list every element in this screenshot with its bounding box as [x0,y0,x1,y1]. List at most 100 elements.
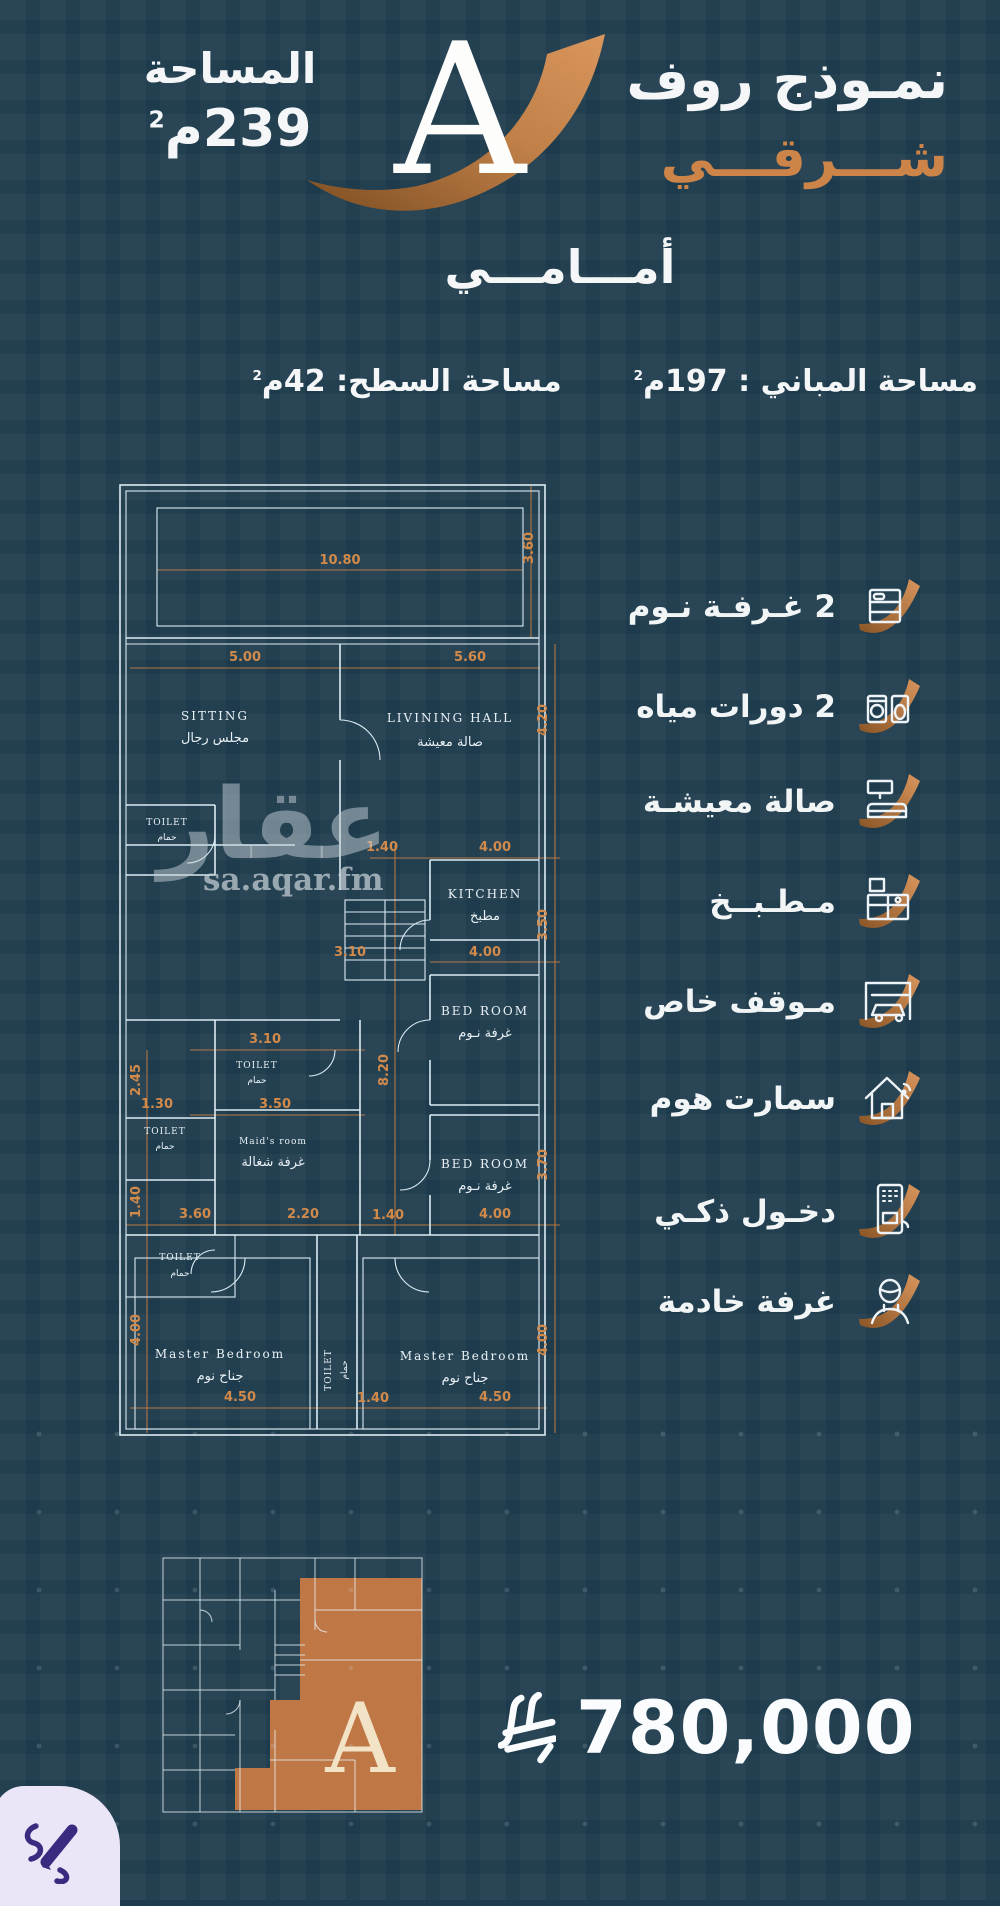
aqar-watermark-url: sa.aqar.fm [203,862,384,898]
svg-text:3.70: 3.70 [536,1149,551,1181]
svg-text:غرفة نـوم: غرفة نـوم [458,1026,512,1041]
svg-text:1.30: 1.30 [141,1097,173,1112]
feature-row-living: صالة معيشـة [508,763,928,841]
room-label-toilet-4: TOILET [159,1253,201,1263]
svg-text:4.00: 4.00 [469,945,501,960]
living-icon [859,774,920,828]
svg-text:صالة معيشة: صالة معيشة [417,735,483,750]
svg-text:مجلس رجال: مجلس رجال [181,731,249,746]
room-label-living: LIVINING HALL [387,711,513,725]
feature-row-kitchen: مـطـبــخ [508,863,928,941]
bed-icon [859,579,920,633]
svg-text:8.20: 8.20 [377,1054,392,1086]
svg-text:4.00: 4.00 [536,1324,551,1356]
feature-label: سمارت هوم [649,1081,836,1117]
area-label: المساحة [143,44,317,93]
unit-location-thumbnail: A [162,1557,423,1813]
svg-text:4.20: 4.20 [536,704,551,736]
kitchen-icon [859,874,920,928]
svg-text:جناح نوم: جناح نوم [197,1369,244,1384]
feature-row-bathrooms: 2 دورات مياه [508,668,928,746]
svg-text:2.45: 2.45 [129,1064,144,1096]
svg-text:4.50: 4.50 [224,1390,256,1405]
room-label-toilet-3: TOILET [144,1127,186,1137]
svg-text:مطبخ: مطبخ [470,909,500,924]
smart-entry-icon [859,1183,920,1238]
feature-label: غرفة خادمة [657,1284,836,1320]
feature-label: دخـول ذكـي [654,1194,836,1230]
svg-text:4.00: 4.00 [479,1207,511,1222]
svg-text:2.20: 2.20 [287,1207,319,1222]
highlighted-unit-area [235,1578,422,1810]
areas-info-line: مساحة المباني : 197م2 مساحة السطح: 42م2 [253,364,979,399]
feature-row-smart-entry: دخـول ذكـي [508,1173,928,1251]
room-label-master-2: Master Bedroom [400,1349,530,1363]
orientation-label: أمـــامـــي [444,240,676,294]
thumbnail-unit-letter: A [324,1683,396,1795]
feature-row-smart-home: سمارت هوم [508,1060,928,1138]
feature-row-parking: مـوقف خاص [508,963,928,1041]
area-block: المساحة 239م2 [140,44,320,159]
model-subtitle: شـــرقـــي [660,126,948,189]
dots-pattern [0,1395,1000,1900]
room-label-toilet-5: TOILET [324,1349,334,1391]
svg-text:4.00: 4.00 [479,840,511,855]
room-label-toilet-2: TOILET [236,1061,278,1071]
edit-button[interactable] [0,1786,120,1906]
room-label-sitting: SITTING [181,709,249,723]
svg-text:حمام: حمام [157,833,176,843]
svg-text:3.50: 3.50 [259,1097,291,1112]
floor-plan: 10.80 3.60 5.00 5.60 4.20 1.40 4.00 3.50… [119,484,560,1436]
svg-text:1.40: 1.40 [357,1391,389,1406]
price-block: 780,000 [498,1686,916,1771]
building-area: مساحة المباني : 197م2 [633,364,978,399]
copper-swoosh [307,34,605,211]
pen-icon [24,1823,78,1884]
room-label-master-1: Master Bedroom [155,1347,285,1361]
feature-label: مـطـبــخ [709,884,836,920]
smart-home-icon [859,1071,920,1125]
svg-text:حمام: حمام [155,1142,174,1152]
svg-text:3.60: 3.60 [522,532,537,564]
dimension-lines [126,486,560,1433]
dimension-labels: 10.80 3.60 5.00 5.60 4.20 1.40 4.00 3.50… [129,532,551,1406]
svg-text:5.60: 5.60 [454,650,486,665]
room-label-kitchen: KITCHEN [448,887,523,901]
mini-plan-lines [162,1557,423,1813]
svg-text:حمام: حمام [340,1360,350,1379]
room-label-toilet: TOILET [146,818,188,828]
model-letter: A [394,4,526,216]
roof-area: مساحة السطح: 42م2 [252,364,562,399]
svg-text:3.10: 3.10 [249,1032,281,1047]
svg-text:حمام: حمام [170,1269,189,1279]
saudi-riyal-icon [498,1691,556,1763]
svg-text:1.40: 1.40 [129,1186,144,1218]
svg-text:3.60: 3.60 [179,1207,211,1222]
feature-label: 2 غـرفـة نـوم [627,589,836,625]
svg-text:3.10: 3.10 [334,945,366,960]
feature-row-bedrooms: 2 غـرفـة نـوم [508,568,928,646]
room-label-bedroom-2: BED ROOM [441,1157,529,1171]
parking-icon [859,974,920,1028]
svg-text:1.40: 1.40 [372,1208,404,1223]
svg-text:غرفة نـوم: غرفة نـوم [458,1179,512,1194]
svg-text:4.00: 4.00 [129,1314,144,1346]
model-letter-block: A [295,10,625,232]
plan-walls [119,484,546,1436]
room-labels: SITTING مجلس رجال LIVINING HALL صالة معي… [144,709,530,1391]
bath-icon [859,679,920,733]
svg-text:4.50: 4.50 [479,1390,511,1405]
price-amount: 780,000 [576,1686,916,1771]
feature-row-maid-room: غرفة خادمة [508,1263,928,1341]
svg-text:1.40: 1.40 [366,840,398,855]
aqar-watermark: عقار [158,768,389,882]
svg-text:5.00: 5.00 [229,650,261,665]
svg-text:10.80: 10.80 [319,553,360,568]
room-label-maid: Maid's room [239,1137,307,1147]
svg-text:حمام: حمام [247,1076,266,1086]
feature-label: 2 دورات مياه [636,689,836,725]
maid-icon [859,1274,920,1328]
feature-label: مـوقف خاص [643,984,836,1020]
svg-text:غرفة شغالة: غرفة شغالة [241,1155,305,1170]
area-value: 239م2 [148,99,312,159]
